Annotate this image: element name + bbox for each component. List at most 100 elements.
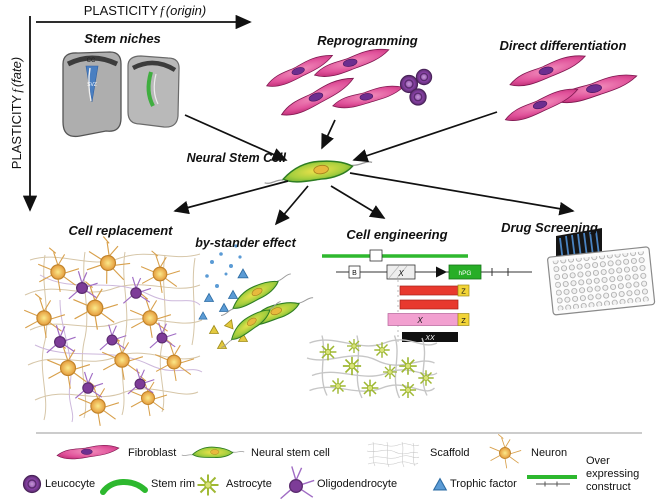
brain-right-hemisection: [127, 55, 180, 128]
arrow-stem-niches-to-nsc: [184, 114, 288, 161]
trophic-factor-icon: [204, 293, 214, 302]
astrocyte-cell: [399, 381, 417, 399]
drug-screening-graphic: [547, 228, 656, 316]
cell-engineering-graphic: B X hPG Z X Z XX: [322, 249, 532, 344]
oligodendrocyte-cell: [99, 324, 127, 351]
neuron-icon: [489, 433, 522, 469]
x-axis-f: f: [160, 3, 164, 18]
corpus-callosum-band-right: [131, 60, 177, 72]
transgene-box-label: hPG: [458, 270, 471, 277]
factor-triangle-yellow: [209, 325, 219, 334]
cell-replacement-graphic: [23, 233, 203, 427]
legend-label-trophic-factor: Trophic factor: [450, 478, 517, 490]
oligodendrocyte-cell: [127, 368, 155, 395]
corpus-callosum-band-left: [66, 55, 119, 67]
element-box-x-hatch: [388, 265, 408, 279]
astrocyte-cell: [382, 364, 398, 380]
trophic-factor-icon: [433, 478, 447, 491]
oligodendrocyte-cell: [149, 322, 177, 349]
cc-label: CC: [87, 58, 96, 64]
stem-niches-graphic: CC SVZ: [62, 51, 180, 138]
z-tag-box-2: [457, 313, 470, 326]
element-box-b: [348, 265, 361, 279]
astrocyte-cell: [329, 377, 347, 395]
bystander-effect-graphic: [198, 244, 317, 351]
leucocyte-cell: [415, 68, 433, 86]
microplate-wells: [552, 251, 651, 311]
fibroblast-cell: [501, 85, 582, 125]
legend-label-astrocyte: Astrocyte: [226, 478, 272, 490]
element-box-b-label: B: [352, 270, 357, 277]
astrocyte-cell: [342, 356, 362, 376]
legend-label-neuron: Neuron: [531, 447, 568, 459]
neuron-cell: [83, 233, 135, 288]
stem-rim-region: [146, 71, 155, 107]
secreted-factor-dots: [205, 244, 242, 288]
reprogramming-graphic: [262, 46, 433, 120]
transgene-box: [448, 264, 482, 280]
legend-label-stem-rim: Stem rim: [151, 478, 195, 490]
fibroblast-icon: [56, 445, 120, 460]
astrocyte-cell: [373, 341, 391, 359]
legend-icons: [22, 433, 577, 500]
oligodendrocyte-branches: [34, 274, 203, 423]
trophic-factor-icon: [198, 311, 208, 320]
construct-bar-red-2: [399, 299, 459, 310]
x-axis-origin: (origin): [165, 3, 207, 18]
node-label-drug-screening: Drug Screening: [501, 220, 598, 235]
microplate: [547, 246, 656, 316]
construct-bar-pink: [387, 313, 459, 326]
trophic-factor-icon: [219, 303, 229, 312]
direct-differentiation-graphic: [501, 52, 640, 125]
leucocyte-icon: [22, 474, 42, 494]
arrow-nsc-to-cell-engineering: [330, 185, 386, 219]
scaffold-icon: [366, 441, 420, 468]
arrow-reprogramming-to-nsc: [321, 119, 336, 150]
astrocyte-cell: [346, 338, 362, 354]
node-label-stem-niches: Stem niches: [84, 31, 161, 46]
arrow-direct-differentiation-to-nsc: [352, 111, 498, 163]
construct-bar-red-1: [399, 285, 459, 296]
legend-label-fibroblast: Fibroblast: [128, 447, 177, 459]
astrocyte-cell: [398, 356, 418, 376]
astrocyte-cell: [318, 342, 338, 362]
oligodendrocyte-cell: [46, 324, 77, 354]
construct-bar-black: [402, 332, 458, 342]
astrocyte-cell: [417, 369, 435, 387]
node-label-cell-engineering: Cell engineering: [346, 227, 448, 242]
arrows: [173, 111, 575, 226]
element-box-x: [386, 264, 416, 280]
legend-label-over-expressing-construct: Over expressing construct: [586, 455, 640, 493]
z-tag-label-2: Z: [461, 316, 466, 325]
arrow-nsc-to-drug-screening: [349, 172, 575, 216]
black-bar-label: XX: [424, 335, 435, 342]
arrow-nsc-to-cell-replacement: [173, 180, 289, 215]
y-axis-fate: (fate): [9, 56, 24, 88]
legend-label-scaffold: Scaffold: [430, 447, 470, 459]
astrocyte-icon: [196, 473, 220, 497]
leucocyte-cell: [409, 88, 427, 106]
z-tag-box-1: [457, 284, 470, 297]
neuron-cell: [140, 250, 181, 294]
fibroblast-cell: [506, 52, 590, 90]
astrocyte-cell: [360, 378, 380, 398]
over-expressing-construct-icon: [527, 475, 577, 487]
node-label-direct-differentiation: Direct differentiation: [499, 38, 627, 53]
y-axis-f: f: [9, 89, 24, 93]
stem-rim-icon: [100, 479, 148, 495]
factor-triangle-yellow: [224, 317, 237, 330]
y-axis-word: PLASTICITY: [9, 94, 24, 170]
legend-label-leucocyte: Leucocyte: [45, 478, 96, 490]
trophic-factor-icon: [228, 290, 238, 299]
ventricle-left: [88, 67, 92, 102]
x-axis-word: PLASTICITY: [83, 3, 159, 18]
svz-label: SVZ: [87, 82, 97, 88]
element-box-x-label: X: [397, 269, 404, 278]
neural-stem-cell-icon: [181, 446, 245, 458]
node-label-reprogramming: Reprogramming: [317, 33, 418, 48]
legend-label-neural-stem-cell: Neural stem cell: [251, 447, 330, 459]
construct-insert-box: [369, 249, 383, 262]
